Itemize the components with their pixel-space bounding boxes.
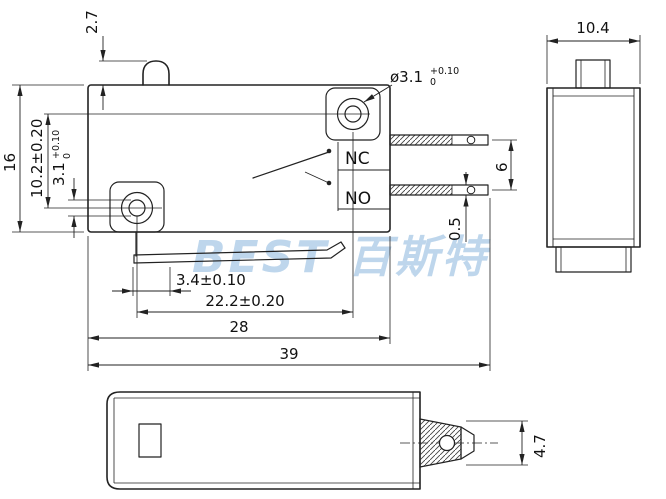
dim-text-3-1-tol-lower: 0 [62, 153, 73, 159]
bottom-button-boss [138, 423, 162, 458]
dim-overall-width: 39 [87, 198, 491, 371]
side-base-block [555, 246, 632, 273]
dim-terminal-thickness: 0.5 [446, 172, 469, 242]
dim-text-10-2: 10.2±0.20 [28, 119, 46, 198]
lever-top-edge [133, 241, 342, 256]
dim-text-2-7: 2.7 [83, 10, 101, 34]
dim-text-6: 6 [493, 162, 511, 172]
dim-text-dia-tol-lower: 0 [430, 77, 436, 88]
label-nc: NC [345, 149, 370, 169]
dim-body-height: 16 [1, 84, 84, 233]
bottom-terminal-hole [438, 434, 456, 452]
bottom-view: 4.7 [106, 391, 549, 490]
terminal-nc-hatch [390, 135, 452, 145]
dim-text-dia-3-1: ø3.1 [390, 68, 423, 86]
dim-terminal-width: 4.7 [466, 420, 549, 466]
dim-lever-offset: 3.4±0.10 [112, 267, 246, 296]
terminal-no-hatch [390, 185, 452, 195]
dim-body-depth: 10.4 [546, 19, 641, 84]
dim-text-22-2: 22.2±0.20 [205, 292, 284, 310]
dim-hole-dia-left: 3.1 +0.10 0 [50, 130, 131, 238]
dim-text-10-4: 10.4 [576, 19, 609, 37]
lever-tip [340, 241, 346, 249]
bottom-terminal-tip [460, 426, 475, 460]
dim-hole-spacing-vertical: 10.2±0.20 [28, 113, 370, 209]
front-view: NC NO 2.7 16 [1, 10, 517, 371]
dim-text-39: 39 [279, 345, 298, 363]
dim-text-28: 28 [229, 318, 248, 336]
lever-bottom-edge [133, 247, 346, 264]
lever-blade [133, 231, 346, 264]
dim-text-4-7: 4.7 [531, 434, 549, 458]
dim-text-dia-tol-upper: +0.10 [430, 66, 459, 77]
terminal-nc-blade [389, 134, 489, 146]
dim-text-0-5: 0.5 [446, 217, 464, 241]
bottom-body-outline [106, 391, 421, 490]
contact-arm [304, 171, 330, 184]
terminal-nc [389, 134, 489, 146]
terminal-no [389, 184, 489, 196]
contact-mechanism: NC NO [252, 142, 390, 211]
side-view: 10.4 [546, 19, 641, 273]
terminal-nc-hole [466, 135, 476, 145]
bottom-terminal [419, 418, 475, 468]
switch-body-outline [87, 84, 391, 233]
dim-button-height: 2.7 [83, 10, 147, 110]
plunger-button [142, 60, 170, 86]
watermark-text: BEST 百斯特 [192, 232, 492, 283]
dim-text-3-1-tol-upper: +0.10 [51, 130, 62, 159]
dim-hole-spacing-horizontal: 22.2±0.20 [136, 132, 354, 318]
dim-text-16: 16 [1, 153, 19, 172]
dim-text-3-1: 3.1 [50, 162, 68, 186]
side-body-outline [546, 87, 641, 248]
terminal-no-hole [466, 185, 476, 195]
spring-arm [252, 151, 330, 179]
leader-line [363, 84, 393, 103]
dim-text-3-4: 3.4±0.10 [176, 271, 246, 289]
label-no: NO [345, 189, 371, 209]
dim-hole-dia-callout: ø3.1 +0.10 0 [363, 66, 459, 103]
terminal-no-blade [389, 184, 489, 196]
side-plunger-button [575, 59, 611, 89]
dim-body-width: 28 [87, 236, 391, 344]
dim-terminal-spacing: 6 [492, 139, 517, 191]
